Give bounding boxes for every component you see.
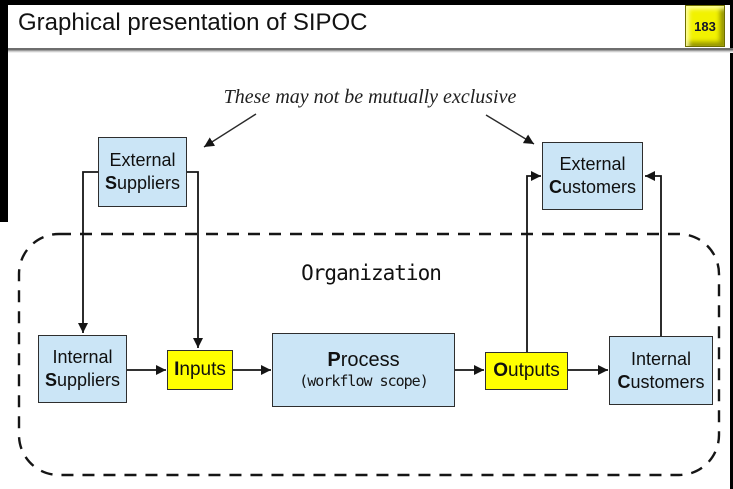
annotation-arrow-right [485,114,535,145]
external-customers-bold-letter: C [548,177,562,197]
external-customers-box: External Customers [542,142,643,210]
arrow-outputs-to-ext-customers [526,171,541,352]
external-suppliers-rest: uppliers [116,173,181,193]
top-border [0,0,733,5]
outputs-box: Outputs [485,352,568,390]
organization-boundary [17,232,721,477]
process-bold-letter: P [327,349,341,371]
page-number-button[interactable]: 183 [685,5,725,47]
page-number: 183 [694,18,716,34]
internal-customers-box: Internal Customers [609,336,713,405]
external-suppliers-line1: External [109,150,176,170]
right-border [730,0,733,489]
process-subtitle: (workflow scope) [299,372,428,390]
annotation-text: These may not be mutually exclusive [223,86,517,108]
external-suppliers-box: External Suppliers [98,137,187,207]
arrow-ext-suppliers-to-int-suppliers [78,171,98,333]
process-box: Process (workflow scope) [272,333,455,407]
inputs-bold-letter: I [174,359,180,380]
organization-label: Organization [301,261,442,285]
internal-suppliers-rest: uppliers [56,370,121,390]
internal-customers-bold-letter: C [617,371,631,392]
internal-customers-line1: Internal [630,348,692,369]
arrow-int-customers-to-ext-customers [645,171,662,336]
inputs-rest: nputs [179,359,226,380]
title-separator [8,48,733,53]
outputs-rest: utputs [508,360,560,381]
inputs-box: Inputs [167,350,233,390]
external-suppliers-bold-letter: S [104,173,117,193]
internal-suppliers-box: Internal Suppliers [38,335,127,403]
outputs-bold-letter: O [493,360,508,381]
left-border [0,0,8,222]
page-title: Graphical presentation of SIPOC [18,9,368,36]
internal-suppliers-bold-letter: S [44,370,57,390]
process-rest: rocess [340,349,400,371]
arrow-ext-suppliers-to-inputs [187,171,203,348]
internal-suppliers-line1: Internal [52,347,113,367]
annotation-arrow-left [203,113,257,148]
internal-customers-rest: ustomers [630,371,705,392]
external-customers-rest: ustomers [561,177,637,197]
external-customers-line1: External [559,154,626,174]
